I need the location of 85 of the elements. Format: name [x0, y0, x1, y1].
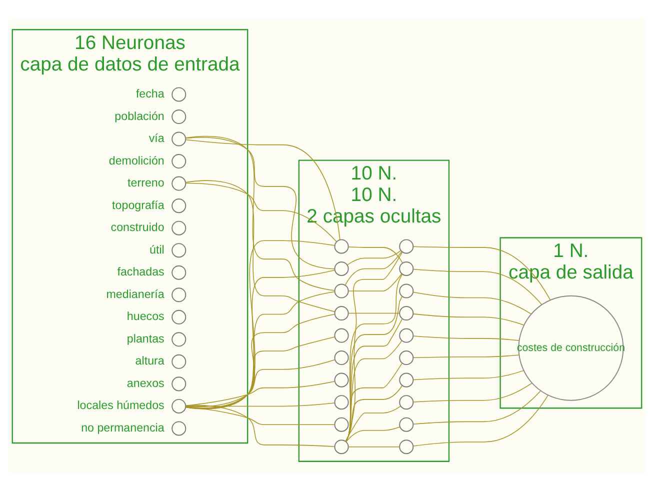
node-label: anexos — [126, 376, 164, 390]
node-label: huecos — [126, 310, 164, 324]
connector — [186, 402, 335, 407]
connector — [346, 340, 402, 442]
node-circle — [399, 440, 414, 454]
node-label: construido — [110, 221, 164, 234]
connector — [348, 246, 403, 264]
connector — [346, 318, 403, 442]
connector — [186, 139, 340, 240]
connector — [185, 270, 336, 410]
node-circle — [334, 417, 349, 432]
node-label: plantas — [126, 332, 164, 346]
connector — [413, 394, 548, 446]
node-circle — [172, 310, 186, 324]
connector — [185, 180, 336, 312]
connector — [185, 291, 336, 410]
node-circle — [334, 328, 349, 343]
node-label: fecha — [136, 87, 164, 100]
connector — [348, 274, 402, 292]
node-circle — [172, 220, 186, 236]
connector — [185, 182, 337, 242]
connector — [413, 336, 520, 341]
node-circle — [399, 239, 414, 254]
node-circle — [399, 372, 414, 388]
connector — [348, 446, 400, 448]
connector — [186, 336, 336, 408]
connector — [345, 406, 401, 442]
node-label: población — [114, 110, 164, 123]
connector — [344, 251, 402, 286]
node-label: vía — [148, 132, 164, 146]
node-circle — [172, 354, 186, 369]
node-circle — [172, 421, 186, 436]
node-circle — [399, 417, 414, 432]
node-circle — [172, 332, 186, 347]
connector — [413, 354, 520, 358]
node-circle — [399, 284, 414, 298]
node-label: útil — [150, 243, 164, 256]
node-circle — [172, 243, 186, 258]
node-circle — [399, 306, 414, 321]
node-circle — [172, 288, 186, 302]
node-circle — [399, 350, 414, 366]
node-circle — [399, 261, 414, 276]
node-label: fachadas — [117, 266, 164, 279]
node-circle — [334, 395, 349, 410]
connector — [185, 240, 336, 410]
node-circle — [172, 176, 186, 191]
node-circle — [334, 261, 349, 276]
node-circle — [172, 265, 186, 280]
node-label: altura — [135, 354, 164, 368]
connector — [185, 359, 336, 408]
node-circle — [334, 306, 349, 321]
node-circle — [172, 198, 186, 214]
connector — [413, 246, 551, 300]
node-circle — [172, 132, 186, 146]
connector — [413, 314, 524, 326]
node-label: demolición — [108, 154, 164, 168]
connector — [413, 370, 524, 380]
node-circle — [172, 154, 186, 169]
node-label: locales húmedos — [77, 399, 164, 412]
node-circle — [172, 398, 186, 414]
node-circle — [172, 87, 186, 102]
node-circle — [172, 376, 186, 392]
node-circle — [172, 109, 186, 124]
connector — [185, 404, 335, 447]
node-label: terreno — [128, 176, 164, 190]
node-circle — [334, 239, 349, 254]
connector — [345, 385, 402, 442]
node-circle — [334, 372, 349, 388]
node-label: medianería — [106, 288, 164, 301]
connector — [413, 390, 541, 424]
node-circle — [399, 328, 414, 343]
node-circle — [334, 284, 349, 298]
connector — [185, 314, 336, 409]
connector — [346, 362, 402, 442]
connector — [346, 426, 400, 442]
node-circle — [399, 395, 414, 410]
connector — [348, 312, 400, 314]
connector — [413, 382, 532, 402]
node-circle — [334, 440, 349, 454]
connector — [346, 250, 402, 266]
node-label: no permanencia — [81, 421, 164, 434]
node-label: topografía — [112, 198, 164, 212]
connector — [412, 292, 532, 314]
node-circle — [334, 350, 349, 366]
connector — [186, 380, 336, 406]
